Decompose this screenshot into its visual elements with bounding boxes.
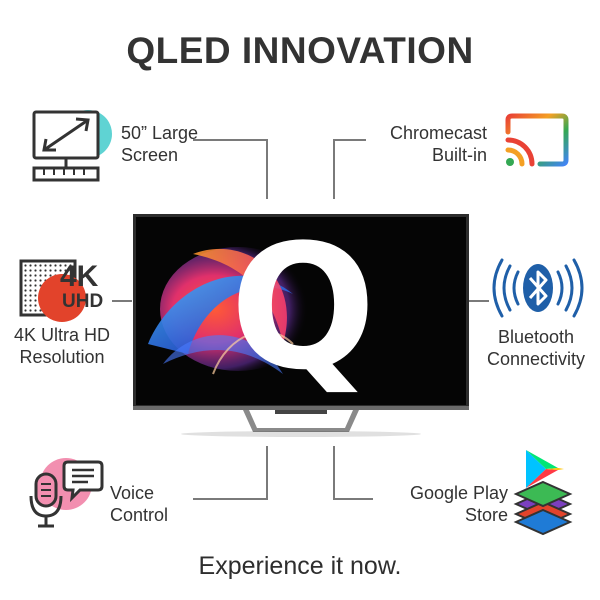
- connector-line: [333, 139, 366, 141]
- feature-uhd-line2: Resolution: [19, 347, 105, 367]
- page-title: QLED INNOVATION: [126, 30, 474, 71]
- connector-line: [469, 300, 489, 302]
- feature-chromecast-line1: Chromecast: [389, 123, 487, 143]
- bluetooth-icon: [492, 258, 584, 321]
- uhd-badge: UHD: [62, 291, 104, 312]
- 4k-badge: 4K: [60, 260, 99, 293]
- feature-bluetooth: Bluetooth Connectivity: [476, 326, 596, 370]
- feature-uhd-line1: 4K Ultra HD: [13, 325, 111, 345]
- connector-line: [266, 446, 268, 500]
- feature-chromecast-line2: Built-in: [431, 145, 487, 165]
- feature-voice-line1: Voice: [110, 483, 155, 503]
- feature-bluetooth-line2: Connectivity: [486, 349, 586, 369]
- google-play-icon: [512, 448, 574, 539]
- monitor-icon: [30, 104, 112, 193]
- connector-line: [112, 300, 132, 302]
- feature-chromecast: Chromecast Built-in: [360, 122, 487, 166]
- connector-line: [333, 446, 335, 500]
- connector-line: [193, 498, 267, 500]
- feature-voice-line2: Control: [110, 505, 169, 525]
- microphone-icon: [28, 456, 108, 539]
- connector-line: [266, 139, 268, 199]
- feature-google-play: Google Play Store: [380, 482, 508, 526]
- feature-large-screen: 50” Large Screen: [121, 122, 198, 166]
- connector-line: [333, 498, 373, 500]
- feature-uhd: 4K Ultra HD Resolution: [2, 324, 122, 368]
- connector-line: [193, 139, 267, 141]
- feature-voice: Voice Control: [110, 482, 168, 526]
- feature-large-screen-line1: 50” Large: [121, 123, 199, 143]
- 4k-uhd-icon: [18, 258, 104, 323]
- connector-line: [333, 139, 335, 199]
- tv-illustration: [133, 214, 469, 441]
- tv-logo-letter: Q: [229, 207, 377, 408]
- chromecast-icon: [504, 112, 570, 173]
- feature-large-screen-line2: Screen: [121, 145, 179, 165]
- feature-google-play-line1: Google Play: [409, 483, 508, 503]
- feature-google-play-line2: Store: [464, 505, 508, 525]
- tagline: Experience it now.: [198, 552, 402, 580]
- feature-bluetooth-line1: Bluetooth: [497, 327, 575, 347]
